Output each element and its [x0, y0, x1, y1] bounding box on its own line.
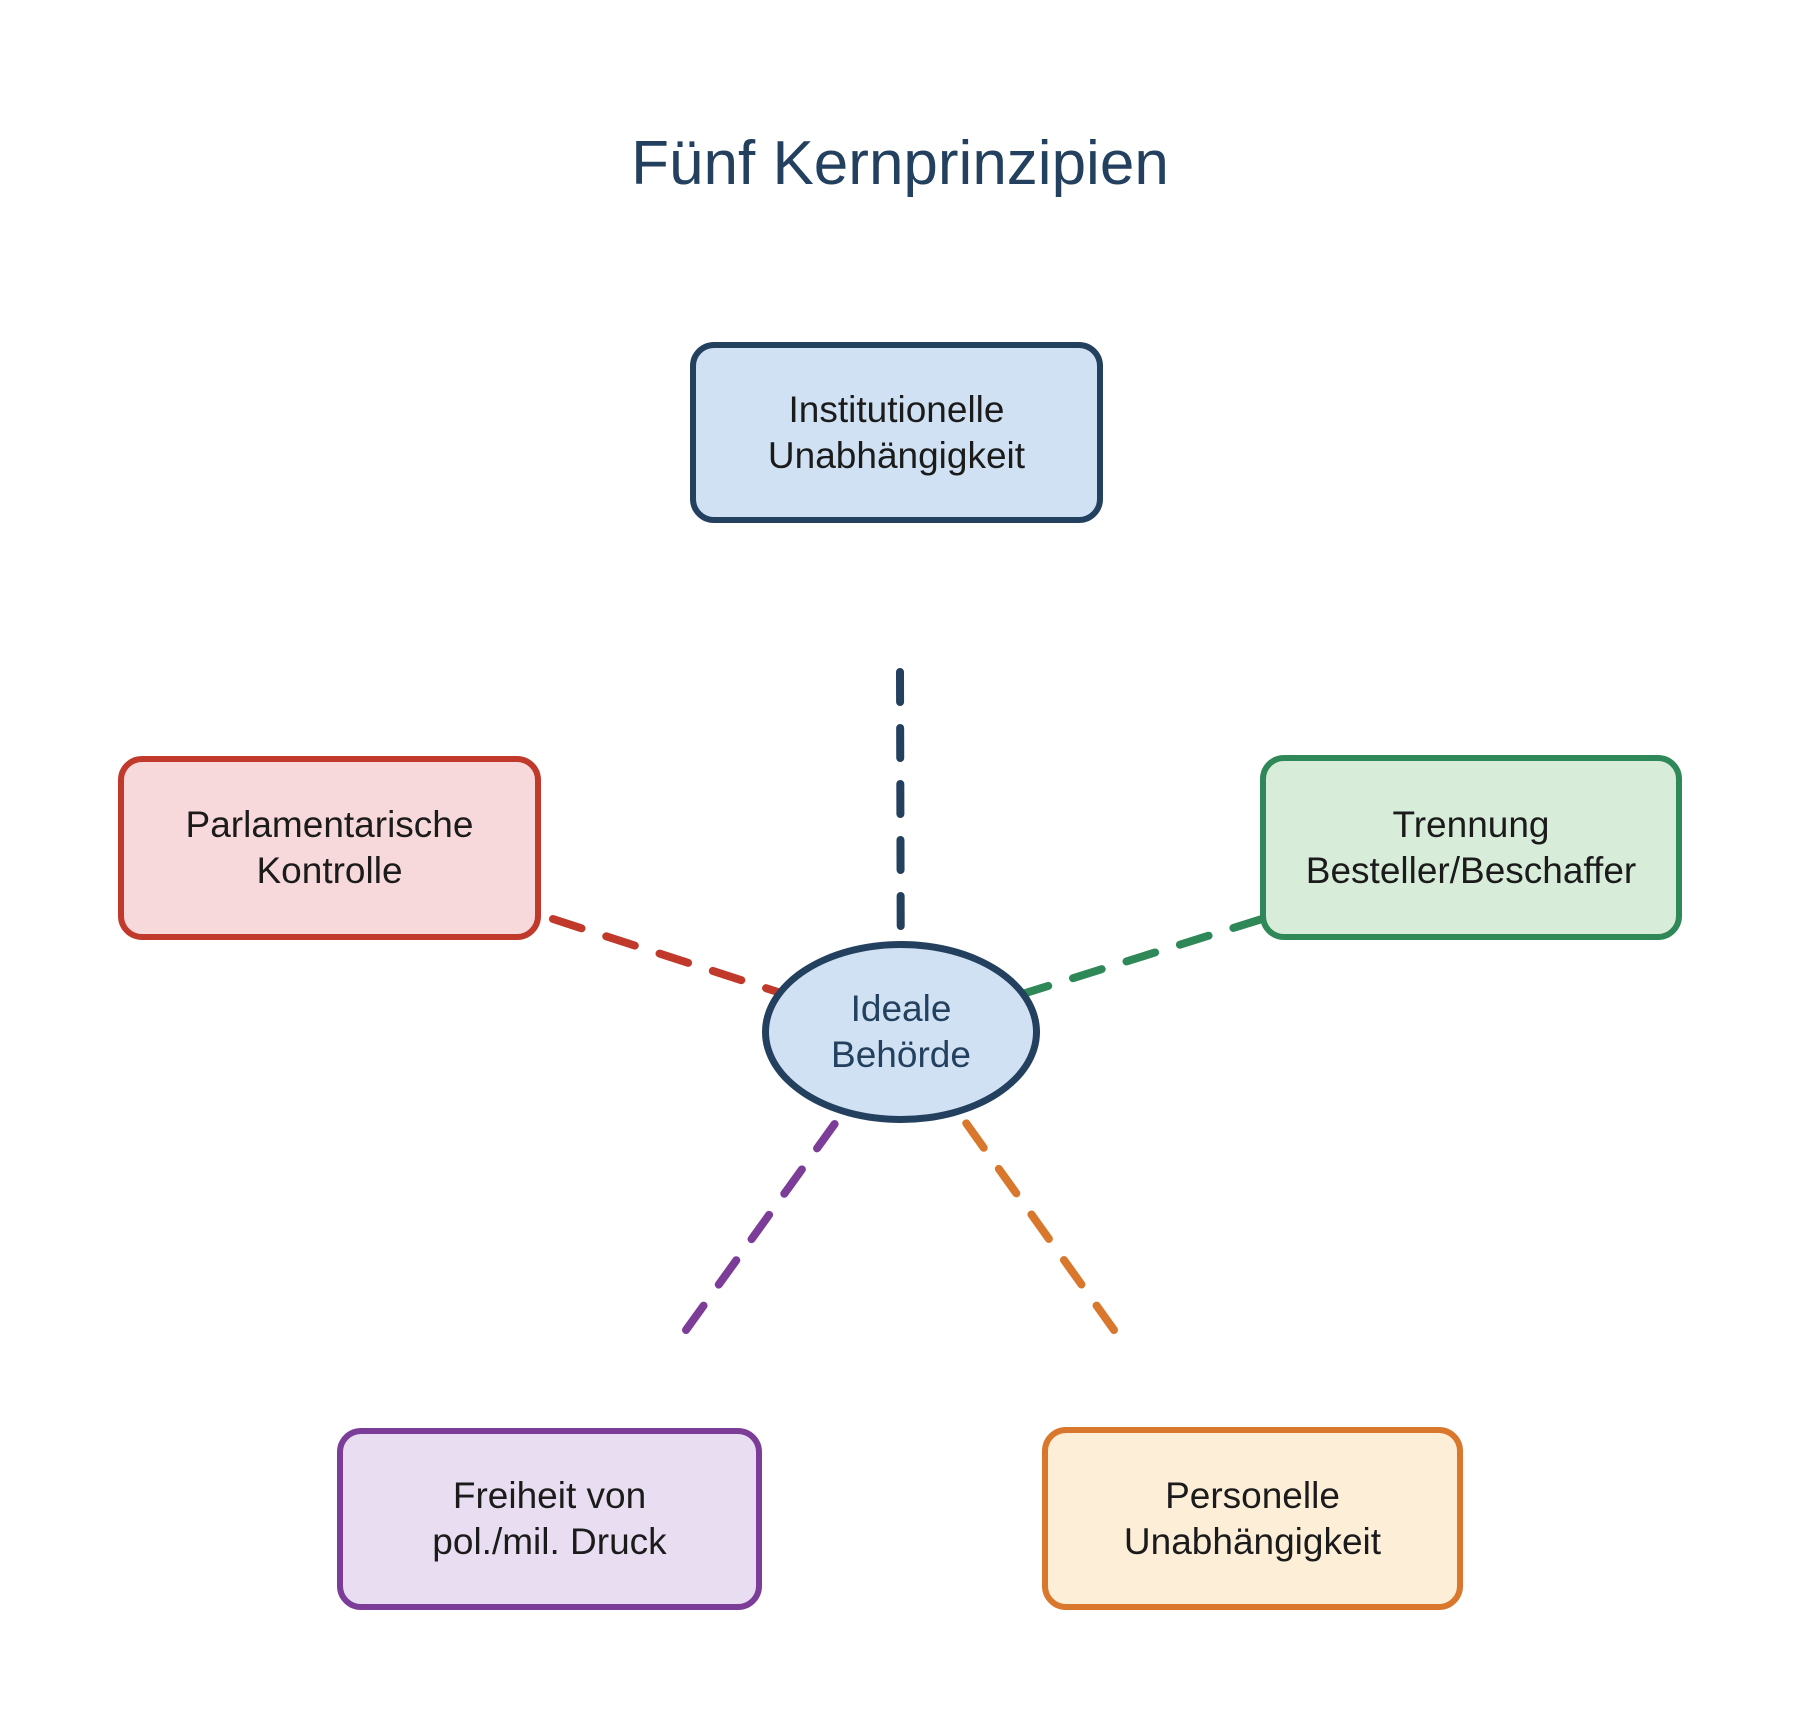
node-trennung-besteller-beschaffer: Trennung Besteller/Beschaffer — [1260, 755, 1682, 940]
node-label-line: Unabhängigkeit — [1123, 1520, 1382, 1562]
node-label-line: Kontrolle — [256, 850, 403, 891]
node-label-line: Parlamentarische — [185, 804, 474, 845]
node-label-line: pol./mil. Druck — [432, 1521, 667, 1562]
node-label-line: Freiheit von — [452, 1475, 647, 1516]
connector-right — [897, 915, 1266, 1036]
node-personelle-unabhaengigkeit: Personelle Unabhängigkeit — [1042, 1427, 1463, 1610]
node-ideale-behoerde: Ideale Behörde — [762, 941, 1040, 1123]
node-label-line: Personelle — [1165, 1474, 1340, 1516]
node-label-line: Besteller/Beschaffer — [1305, 849, 1637, 891]
node-parlamentarische-kontrolle: Parlamentarische Kontrolle — [118, 756, 541, 940]
node-institutionelle-unabhaengigkeit: Institutionelle Unabhängigkeit — [690, 342, 1103, 523]
node-freiheit-von-pol-mil-druck: Freiheit von pol./mil. Druck — [337, 1428, 762, 1610]
node-label-line: Unabhängigkeit — [767, 434, 1026, 476]
node-label-line: Behörde — [831, 1034, 971, 1075]
diagram-title: Fünf Kernprinzipien — [631, 129, 1169, 198]
node-label-line: Institutionelle — [788, 388, 1005, 430]
node-label-line: Ideale — [850, 988, 952, 1029]
node-label-line: Trennung — [1392, 803, 1550, 845]
